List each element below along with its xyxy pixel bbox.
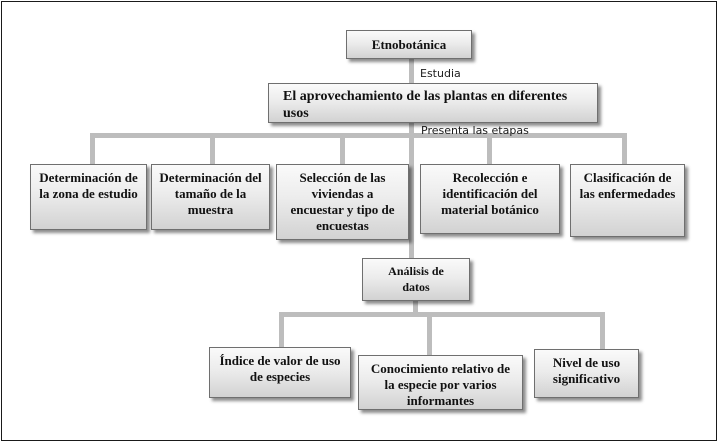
node-analisis-datos-label: Análisis de datos xyxy=(388,264,444,294)
connector-index-2 xyxy=(427,312,432,356)
node-stage-4-label: Recolección e identificación del materia… xyxy=(441,170,539,217)
connector-stage-4 xyxy=(487,133,492,165)
edge-label-presenta-etapas: Presenta las etapas xyxy=(421,124,529,137)
node-index-3-label: Nivel de uso significativo xyxy=(552,355,621,386)
connector-index-1 xyxy=(279,312,284,348)
connector-stage-2 xyxy=(210,133,215,165)
connector-stage-1 xyxy=(90,133,95,165)
node-stage-4: Recolección e identificación del materia… xyxy=(420,164,560,234)
connector-stages-bar xyxy=(90,133,627,138)
node-aprovechamiento-label: El aprovechamiento de las plantas en dif… xyxy=(283,89,568,121)
connector-root-topic xyxy=(409,57,414,84)
node-analisis-datos: Análisis de datos xyxy=(362,258,470,301)
connector-indices-bar xyxy=(279,312,605,317)
node-stage-2-label: Determinación del tamaño de la muestra xyxy=(159,170,262,217)
node-etnobotanica: Etnobotánica xyxy=(346,30,472,59)
node-stage-3-label: Selección de las viviendas a encuestar y… xyxy=(290,170,395,233)
node-stage-5-label: Clasificación de las enfermedades xyxy=(579,170,676,201)
connector-analysis-indices xyxy=(413,300,418,314)
node-stage-3: Selección de las viviendas a encuestar y… xyxy=(276,164,409,240)
connector-topic-trunk xyxy=(409,123,414,260)
node-aprovechamiento: El aprovechamiento de las plantas en dif… xyxy=(268,83,598,123)
connector-index-3 xyxy=(600,312,605,350)
node-stage-5: Clasificación de las enfermedades xyxy=(570,164,685,237)
node-index-2: Conocimiento relativo de la especie por … xyxy=(358,355,523,410)
edge-label-estudia: Estudia xyxy=(420,67,461,80)
connector-stage-3 xyxy=(340,133,345,165)
node-index-2-label: Conocimiento relativo de la especie por … xyxy=(370,361,511,408)
connector-stage-5 xyxy=(622,133,627,165)
node-stage-1: Determinación de la zona de estudio xyxy=(30,164,147,230)
node-index-1: Índice de valor de uso de especies xyxy=(209,347,351,398)
node-index-3: Nivel de uso significativo xyxy=(534,349,639,398)
node-etnobotanica-label: Etnobotánica xyxy=(371,37,447,52)
node-stage-2: Determinación del tamaño de la muestra xyxy=(151,164,270,230)
node-index-1-label: Índice de valor de uso de especies xyxy=(219,353,341,384)
node-stage-1-label: Determinación de la zona de estudio xyxy=(39,170,138,201)
